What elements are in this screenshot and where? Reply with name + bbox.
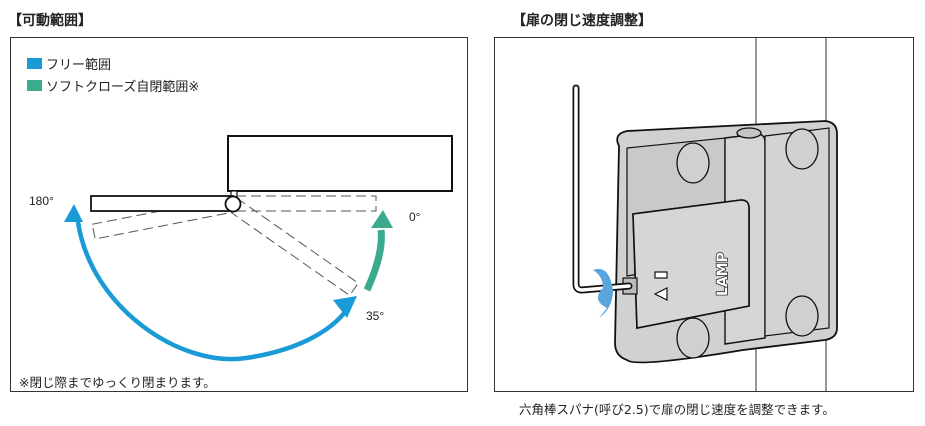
angle-0-label: 0° — [409, 210, 421, 224]
soft-close-swatch — [27, 80, 42, 91]
door-closed-outline — [235, 195, 377, 212]
free-range-arrowhead-35 — [333, 296, 357, 318]
legend-label: ソフトクローズ自閉範囲※ — [46, 80, 200, 95]
door-open-180 — [90, 195, 234, 212]
screw-hole — [676, 317, 710, 359]
adjustment-caption: 六角棒スパナ(呼び2.5)で扉の閉じ速度を調整できます。 — [519, 402, 835, 417]
door-35-outline — [227, 197, 359, 297]
rotation-arrow-icon — [593, 268, 613, 318]
free-range-swatch — [27, 58, 42, 69]
hinge-illustration: LAMP — [572, 38, 838, 391]
range-of-motion-title: 【可動範囲】 — [8, 13, 92, 29]
soft-close-note: ※閉じ際までゆっくり閉まります。 — [19, 375, 216, 390]
soft-close-arc — [363, 229, 385, 292]
brand-logo: LAMP — [715, 252, 731, 296]
legend-label: フリー範囲 — [46, 58, 112, 73]
closing-speed-panel: LAMP — [494, 37, 914, 392]
angle-180-label: 180° — [29, 194, 54, 208]
motion-diagram — [64, 135, 453, 362]
free-range-arrowhead-180 — [64, 204, 83, 222]
free-range-arc — [75, 221, 351, 362]
range-of-motion-panel: フリー範囲 ソフトクローズ自閉範囲※ 180° 0° 35° ※閉じ際までゆっく… — [10, 37, 468, 392]
fixed-frame — [227, 135, 453, 192]
closing-speed-title: 【扉の閉じ速度調整】 — [512, 13, 652, 29]
screw-hole — [676, 142, 710, 184]
screw-hole — [785, 128, 819, 170]
screw-hole — [785, 295, 819, 337]
hinge-pivot — [224, 195, 242, 213]
legend-free-range: フリー範囲 — [27, 54, 111, 73]
legend-soft-close-range: ソフトクローズ自閉範囲※ — [27, 76, 199, 95]
knuckle-top — [736, 127, 762, 139]
soft-close-arrowhead — [371, 210, 393, 228]
angle-35-label: 35° — [366, 309, 385, 323]
speed-indicator-icon — [653, 271, 668, 301]
